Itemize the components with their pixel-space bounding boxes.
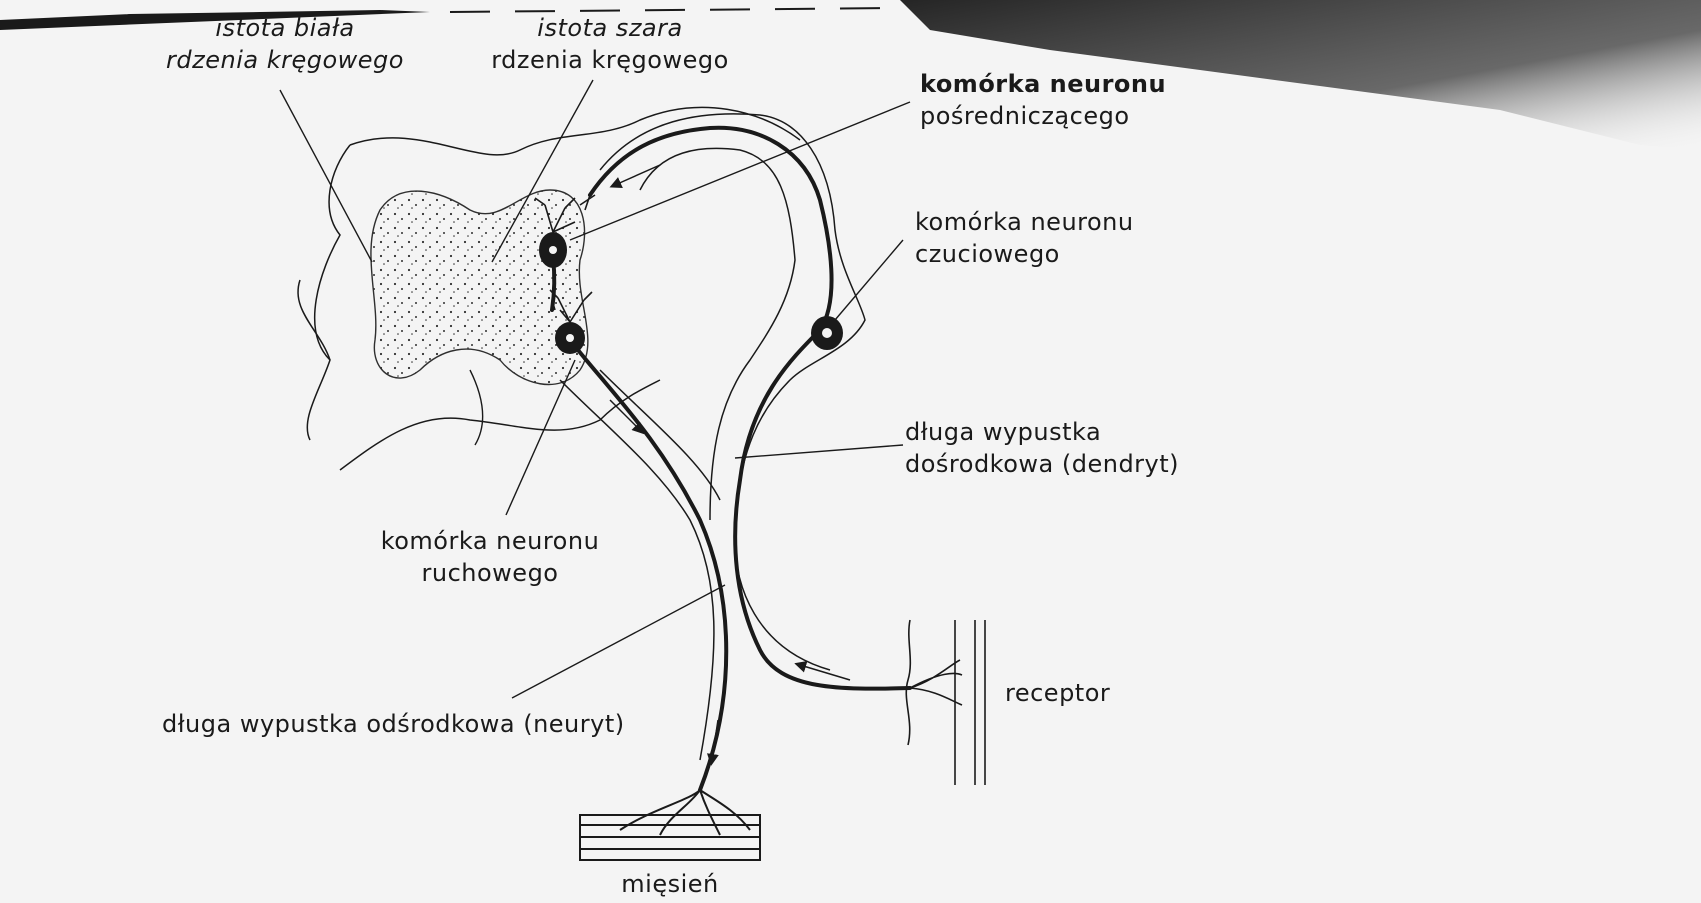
label-muscle-text: mięsień bbox=[621, 870, 719, 898]
label-receptor-text: receptor bbox=[1005, 679, 1111, 707]
receptor-organ bbox=[905, 619, 986, 785]
leader-lines bbox=[279, 79, 911, 699]
label-gray-matter: istota szara rdzenia kręgowego bbox=[480, 12, 740, 76]
label-motor-neuron-line2: ruchowego bbox=[421, 559, 559, 587]
label-muscle: mięsień bbox=[600, 868, 740, 900]
label-interneuron: komórka neuronu pośredniczącego bbox=[920, 68, 1166, 132]
label-gray-matter-line2: rdzenia kręgowego bbox=[491, 46, 729, 74]
nerve-tracts bbox=[559, 113, 866, 761]
label-interneuron-line2: pośredniczącego bbox=[920, 102, 1130, 130]
scan-shadow bbox=[0, 0, 1701, 150]
gray-matter-area bbox=[370, 189, 589, 446]
label-dendrite-line2: dośrodkowa (dendryt) bbox=[905, 450, 1180, 478]
neuron-pathway bbox=[550, 125, 912, 792]
label-sensory-neuron-line2: czuciowego bbox=[915, 240, 1060, 268]
signal-direction-arrows bbox=[609, 164, 851, 766]
neuron-cell-bodies bbox=[539, 232, 843, 354]
label-interneuron-line1: komórka neuronu bbox=[920, 70, 1167, 98]
label-motor-neuron: komórka neuronu ruchowego bbox=[360, 525, 620, 589]
label-dendrite-line1: długa wypustka bbox=[905, 418, 1102, 446]
label-white-matter-line1: istota biała bbox=[215, 14, 355, 42]
label-dendrite: długa wypustka dośrodkowa (dendryt) bbox=[905, 416, 1179, 480]
label-white-matter-line2: rdzenia kręgowego bbox=[166, 46, 404, 74]
label-white-matter: istota biała rdzenia kręgowego bbox=[160, 12, 410, 76]
label-neurite-text: długa wypustka odśrodkowa (neuryt) bbox=[162, 710, 625, 738]
dendritic-branches bbox=[534, 194, 596, 323]
muscle-block bbox=[579, 789, 761, 861]
label-gray-matter-line1: istota szara bbox=[537, 14, 683, 42]
label-motor-neuron-line1: komórka neuronu bbox=[380, 527, 600, 555]
label-sensory-neuron: komórka neuronu czuciowego bbox=[915, 206, 1134, 270]
label-neurite: długa wypustka odśrodkowa (neuryt) bbox=[162, 708, 625, 740]
motor-fiber bbox=[576, 348, 729, 792]
label-sensory-neuron-line1: komórka neuronu bbox=[915, 208, 1134, 236]
label-receptor: receptor bbox=[1005, 677, 1110, 709]
